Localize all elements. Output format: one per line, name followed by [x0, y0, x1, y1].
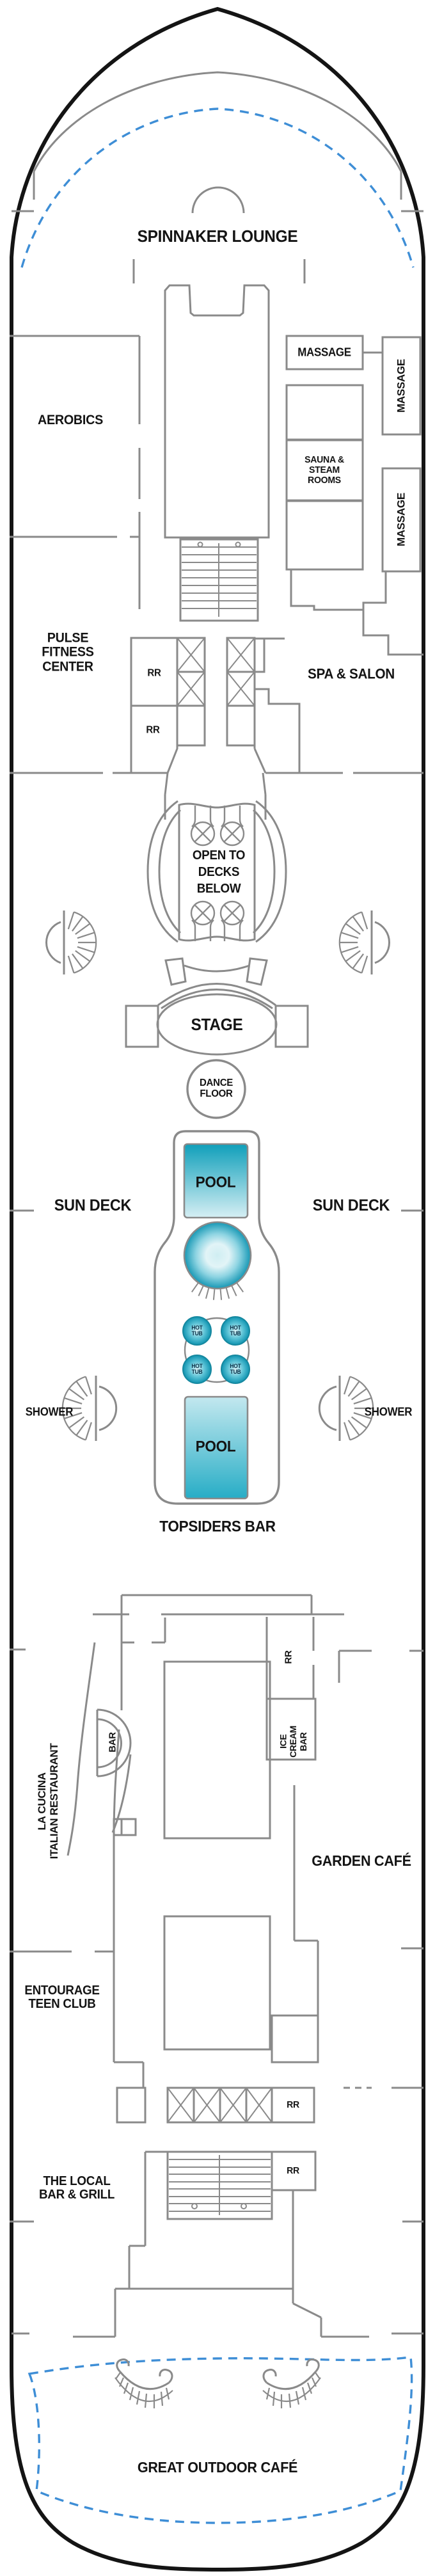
elevator-icon [193, 2087, 221, 2124]
elevator-icon [219, 2087, 248, 2124]
room-ice-cream-bar [265, 1697, 317, 1761]
stage-label: STAGE [191, 1015, 243, 1035]
rr-label-aft-2: RR [287, 2165, 299, 2177]
massage-label-2: MASSAGE [395, 359, 407, 413]
curved-stairs-icon-shower-port [61, 1376, 118, 1441]
funnel-casing [164, 284, 270, 539]
dance-floor-label: DANCE FLOOR [199, 1077, 233, 1099]
room-rr-aft-1 [271, 2087, 315, 2124]
atrium-elevator-icon [219, 900, 245, 941]
pulse-fitness-label: PULSE FITNESS CENTER [42, 630, 94, 674]
curved-stairs-icon-shower-starboard [318, 1376, 374, 1441]
spa-rooms [285, 335, 423, 656]
hot-tub-label: HOT TUB [230, 1363, 241, 1375]
elevator-icon [226, 637, 256, 673]
midship-stairs-icon [179, 538, 259, 622]
fan-stairs-icon-port [115, 2358, 173, 2408]
cafe-complex-walls [10, 1594, 423, 2063]
aerobics-label: AEROBICS [38, 412, 103, 427]
curved-stairs-icon-port [45, 910, 97, 974]
massage-label-3: MASSAGE [395, 493, 407, 546]
garden-cafe-label: GARDEN CAFÉ [312, 1852, 411, 1869]
dance-floor-circle [186, 1059, 246, 1119]
room-massage-2 [381, 336, 422, 436]
room-massage-3 [381, 467, 422, 573]
stage-arch-icon [191, 186, 245, 214]
hot-tub-label: HOT TUB [191, 1324, 203, 1337]
curved-stairs-icon-starboard [338, 910, 391, 974]
spinnaker-lounge-label: SPINNAKER LOUNGE [137, 227, 298, 246]
shower-label-port: SHOWER [25, 1405, 74, 1419]
sun-deck-label-port: SUN DECK [54, 1196, 132, 1214]
spa-salon-label: SPA & SALON [308, 665, 395, 682]
rr-label-1: RR [147, 667, 161, 679]
hot-tub [221, 1316, 250, 1346]
room-rr-2 [130, 704, 178, 774]
bow-dashed-boundary [20, 107, 415, 268]
bar-counter-icon [96, 1708, 132, 1777]
midship-lobby [130, 637, 301, 774]
outdoor-cafe-dashed-boundary [28, 2356, 413, 2524]
stage-area [125, 957, 309, 1119]
deck-wall-mid [10, 772, 423, 820]
shower-label-starboard: SHOWER [364, 1405, 413, 1419]
pool-forward [183, 1143, 249, 1219]
bow-lounge-walls [12, 71, 423, 283]
great-outdoor-cafe-label: GREAT OUTDOOR CAFÉ [137, 2458, 298, 2476]
elevator-icon [245, 2087, 273, 2124]
elevator-icon [226, 671, 256, 707]
local-bar-grill-label: THE LOCAL BAR & GRILL [38, 2174, 115, 2202]
hot-tub [182, 1316, 212, 1346]
pool-steps-icon [191, 1282, 244, 1300]
rr-label-aft-1: RR [287, 2099, 299, 2111]
sauna-steam-label: SAUNA & STEAM ROOMS [304, 454, 344, 486]
massage-label-1: MASSAGE [297, 346, 351, 359]
aft-elevator-lobby [116, 2087, 423, 2124]
elevator-icon [176, 637, 206, 673]
atrium-elevator-icon [190, 900, 216, 941]
local-bar-area [10, 2151, 423, 2290]
stern-structure [12, 2289, 423, 2338]
elevator-icon [176, 671, 206, 707]
hot-tub [182, 1355, 212, 1384]
round-pool [183, 1221, 252, 1290]
rr-label-cafe: RR [283, 1650, 294, 1664]
hot-tub [221, 1355, 250, 1384]
bar-label: BAR [107, 1732, 118, 1753]
open-decks-label: OPEN TO DECKS BELOW [192, 848, 246, 896]
atrium-elevator-icon [219, 806, 245, 847]
hot-tub-label: HOT TUB [230, 1324, 241, 1337]
pool-deck [154, 1130, 280, 1505]
pool-label-aft: POOL [195, 1438, 236, 1456]
room-aerobics [10, 335, 141, 609]
atrium [146, 800, 287, 943]
galley-island-forward [163, 1660, 271, 1840]
aft-stairs-icon [166, 2151, 273, 2220]
galley-island-aft [163, 1915, 271, 2051]
entourage-teen-club-label: ENTOURAGE TEEN CLUB [24, 1983, 100, 2011]
topsiders-bar-label: TOPSIDERS BAR [159, 1518, 276, 1536]
restaurant-curved-wall [67, 1642, 96, 1856]
elevator-icon [166, 2087, 195, 2124]
rr-label-2: RR [146, 724, 160, 736]
fan-stairs-icon-starboard [262, 2358, 321, 2408]
hot-tub-label: HOT TUB [191, 1363, 203, 1375]
pool-label-forward: POOL [195, 1173, 236, 1191]
la-cucina-label: LA CUCINA ITALIAN RESTAURANT [35, 1743, 60, 1859]
teen-club-walls [10, 1950, 145, 2088]
hull-outline [10, 6, 425, 2572]
atrium-elevator-icon [190, 806, 216, 847]
sun-deck-label-starboard: SUN DECK [312, 1196, 390, 1214]
atrium-elevator-icons [190, 806, 245, 941]
pool-aft [184, 1395, 249, 1500]
ice-cream-bar-label: ICE CREAM BAR [278, 1726, 308, 1758]
